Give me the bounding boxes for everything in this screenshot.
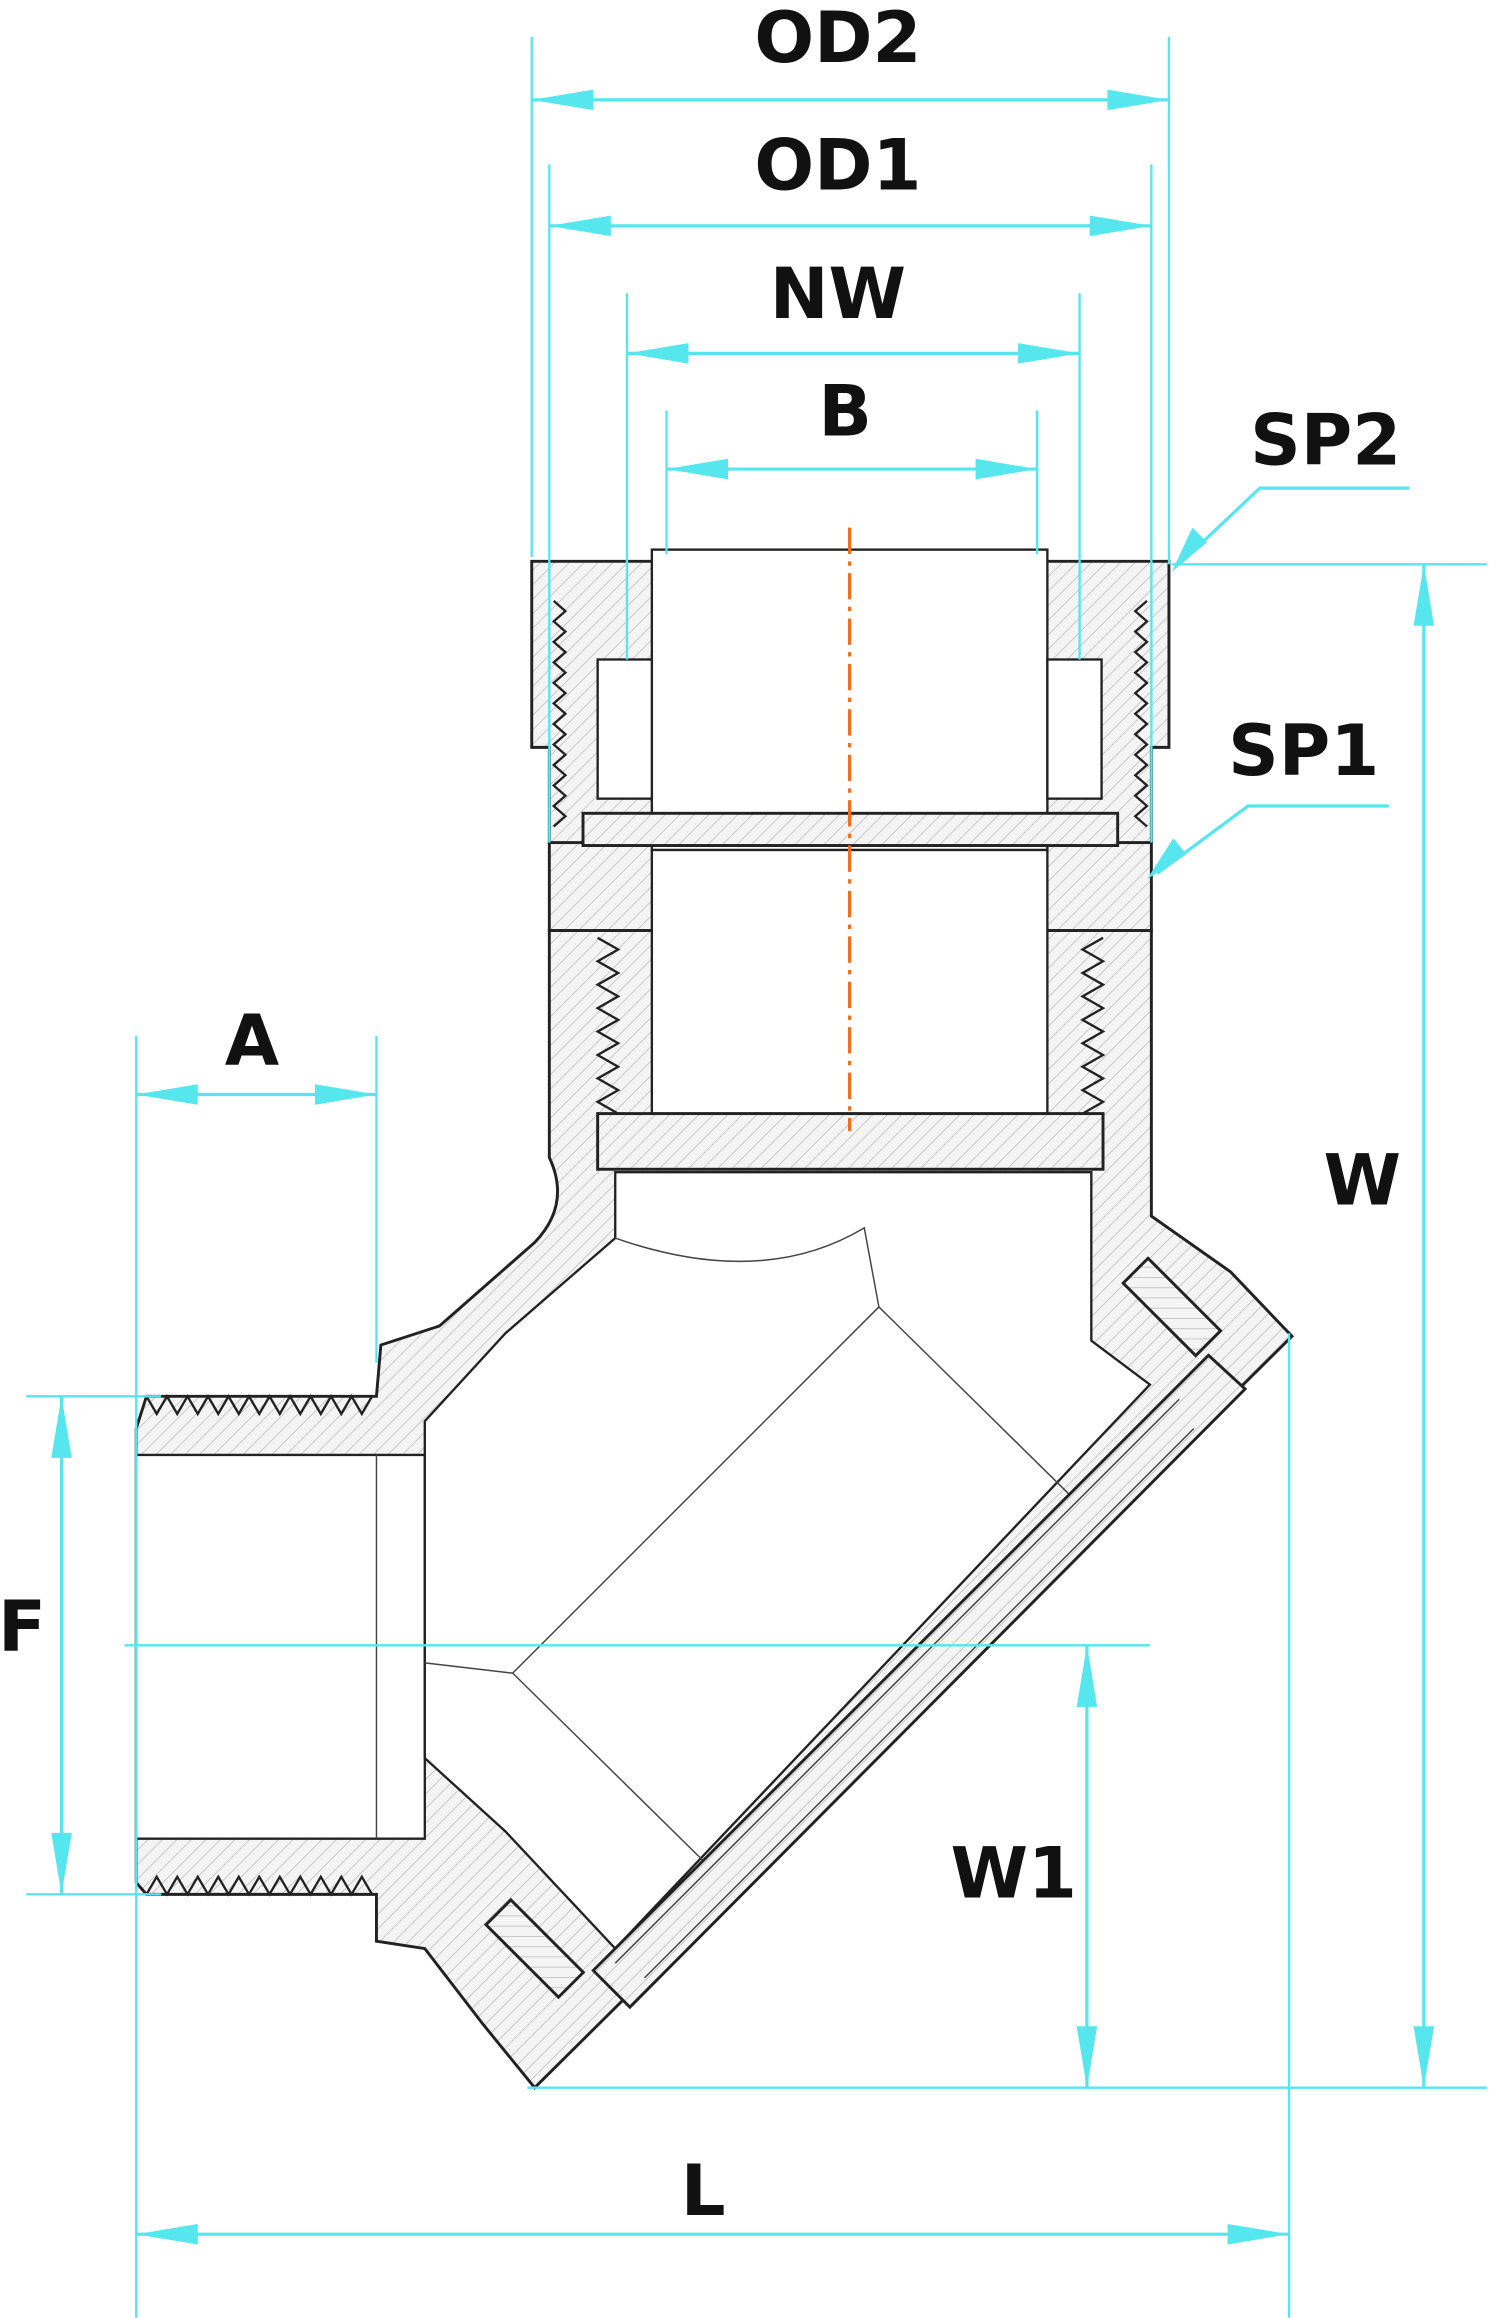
left-port-thread-top — [145, 1393, 374, 1417]
sp1-leader — [1156, 804, 1389, 875]
sp1-arrow — [1146, 838, 1187, 880]
strainer-cap — [591, 1353, 1248, 2010]
dimension-labels: OD2 OD1 NW B SP2 SP1 A W F W1 L — [0, 0, 1401, 2232]
nut-thread-left — [551, 600, 568, 828]
od1-arrows — [549, 215, 1152, 237]
screen-line — [644, 1428, 1195, 1979]
label-w1: W1 — [950, 1832, 1076, 1914]
sp2-arrow — [1171, 527, 1208, 572]
cavity-edge — [424, 1662, 513, 1674]
a-arrows — [136, 1084, 377, 1105]
label-od2: OD2 — [754, 0, 921, 79]
sp2-leader — [1178, 486, 1410, 566]
cap-bolt-lower — [483, 1897, 586, 2000]
left-port-bore — [135, 1453, 426, 1840]
internal-cavity — [423, 1171, 1152, 1951]
clamp-right — [1046, 658, 1103, 800]
clamp-left — [596, 658, 654, 800]
cavity-contour — [512, 1226, 880, 1674]
inner-thread-left — [595, 936, 621, 1115]
label-nw: NW — [770, 253, 906, 335]
label-sp1: SP1 — [1228, 710, 1379, 792]
label-sp2: SP2 — [1250, 400, 1401, 482]
label-l: L — [681, 2150, 726, 2232]
nut-thread-right — [1133, 600, 1149, 828]
label-w: W — [1324, 1139, 1402, 1221]
fitting-body — [134, 548, 1295, 2090]
f-arrows — [51, 1396, 72, 1895]
cavity-line — [512, 1672, 704, 1862]
label-a: A — [225, 1000, 280, 1082]
inner-thread-right — [1080, 936, 1106, 1115]
cap-bolt-upper — [1121, 1256, 1223, 1358]
screen-line — [614, 1398, 1180, 1964]
left-port-thread-bottom — [145, 1874, 374, 1897]
label-b: B — [818, 370, 872, 452]
cavity-line — [878, 1306, 1070, 1495]
label-od1: OD1 — [754, 124, 921, 206]
label-f: F — [0, 1586, 46, 1668]
dimension-lines — [26, 36, 1487, 2318]
